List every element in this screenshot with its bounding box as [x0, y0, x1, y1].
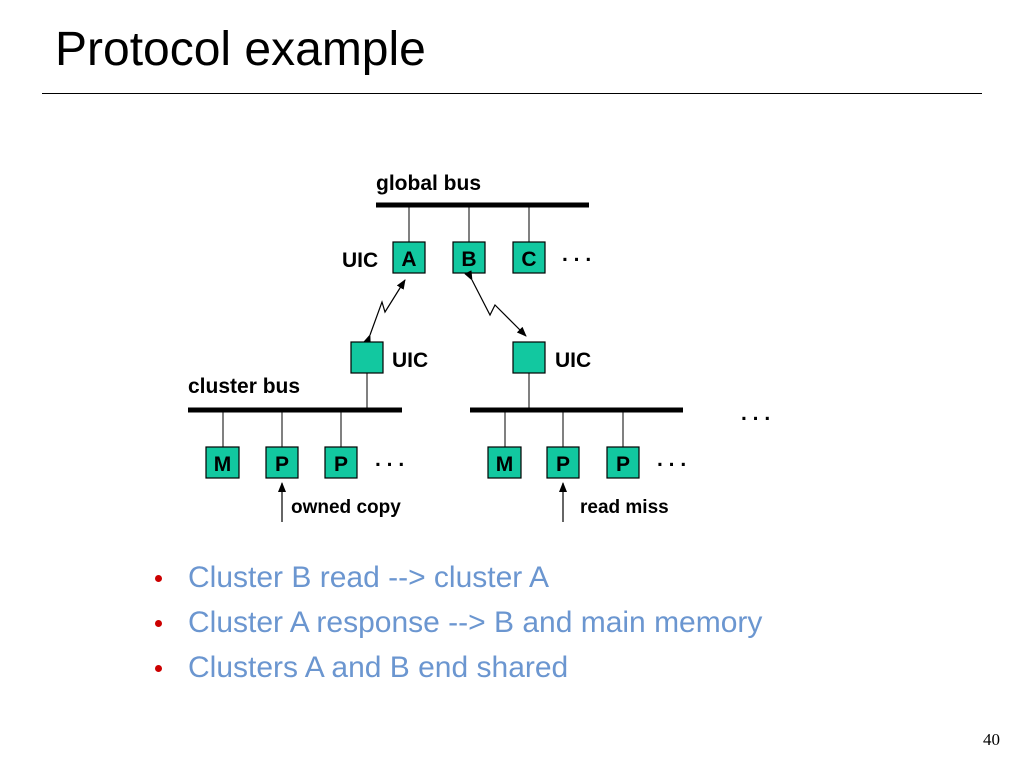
zigzag-b-to-right-uic — [464, 270, 527, 337]
cluster-bus-label: cluster bus — [188, 375, 300, 398]
right-cluster-ellipsis: . . . — [657, 448, 686, 471]
read-miss-label: read miss — [580, 497, 669, 518]
bullet-item: Cluster B read --> cluster A — [155, 558, 762, 603]
node-b-label: B — [461, 248, 476, 271]
left-cluster-memory: M — [205, 446, 240, 479]
bullet-list: Cluster B read --> cluster A Cluster A r… — [155, 558, 762, 693]
bullet-text: Cluster B read --> cluster A — [188, 561, 549, 594]
bullet-dot-icon — [155, 665, 162, 672]
node-b: B — [452, 241, 486, 274]
left-cluster-node-label: P — [334, 453, 348, 476]
right-cluster-processor-miss: P — [546, 446, 580, 479]
slide-title: Protocol example — [55, 23, 426, 76]
right-cluster-node-label: M — [496, 453, 514, 476]
bullet-item: Cluster A response --> B and main memory — [155, 603, 762, 648]
left-cluster-ellipsis: . . . — [375, 448, 404, 471]
bullet-item: Clusters A and B end shared — [155, 648, 762, 693]
right-cluster-node-label: P — [556, 453, 570, 476]
right-uic-box — [512, 341, 546, 374]
global-ellipsis: . . . — [562, 243, 591, 266]
bullet-text: Cluster A response --> B and main memory — [188, 606, 763, 639]
node-a-label: A — [401, 248, 416, 271]
bullet-dot-icon — [155, 575, 162, 582]
zigzag-a-to-left-uic — [363, 279, 406, 345]
bullet-text: Clusters A and B end shared — [188, 651, 569, 684]
uic-top-label: UIC — [342, 249, 378, 272]
owned-copy-label: owned copy — [291, 497, 401, 518]
node-c: C — [512, 241, 546, 274]
right-cluster-node-label: P — [616, 453, 630, 476]
left-cluster-node-label: P — [275, 453, 289, 476]
global-bus-label: global bus — [376, 172, 481, 195]
right-cluster-memory: M — [487, 446, 522, 479]
node-c-label: C — [521, 248, 536, 271]
right-cluster-processor: P — [606, 446, 640, 479]
cluster-ellipsis: . . . — [741, 402, 770, 425]
left-cluster-node-label: M — [214, 453, 232, 476]
left-cluster-processor: P — [324, 446, 358, 479]
title-divider — [42, 93, 982, 94]
left-uic-label: UIC — [392, 349, 428, 372]
right-uic-label: UIC — [555, 349, 591, 372]
left-cluster-processor-owned: P — [265, 446, 299, 479]
node-a: A — [392, 241, 426, 274]
page-number: 40 — [983, 730, 1000, 749]
bullet-dot-icon — [155, 620, 162, 627]
left-uic-box — [350, 341, 384, 374]
